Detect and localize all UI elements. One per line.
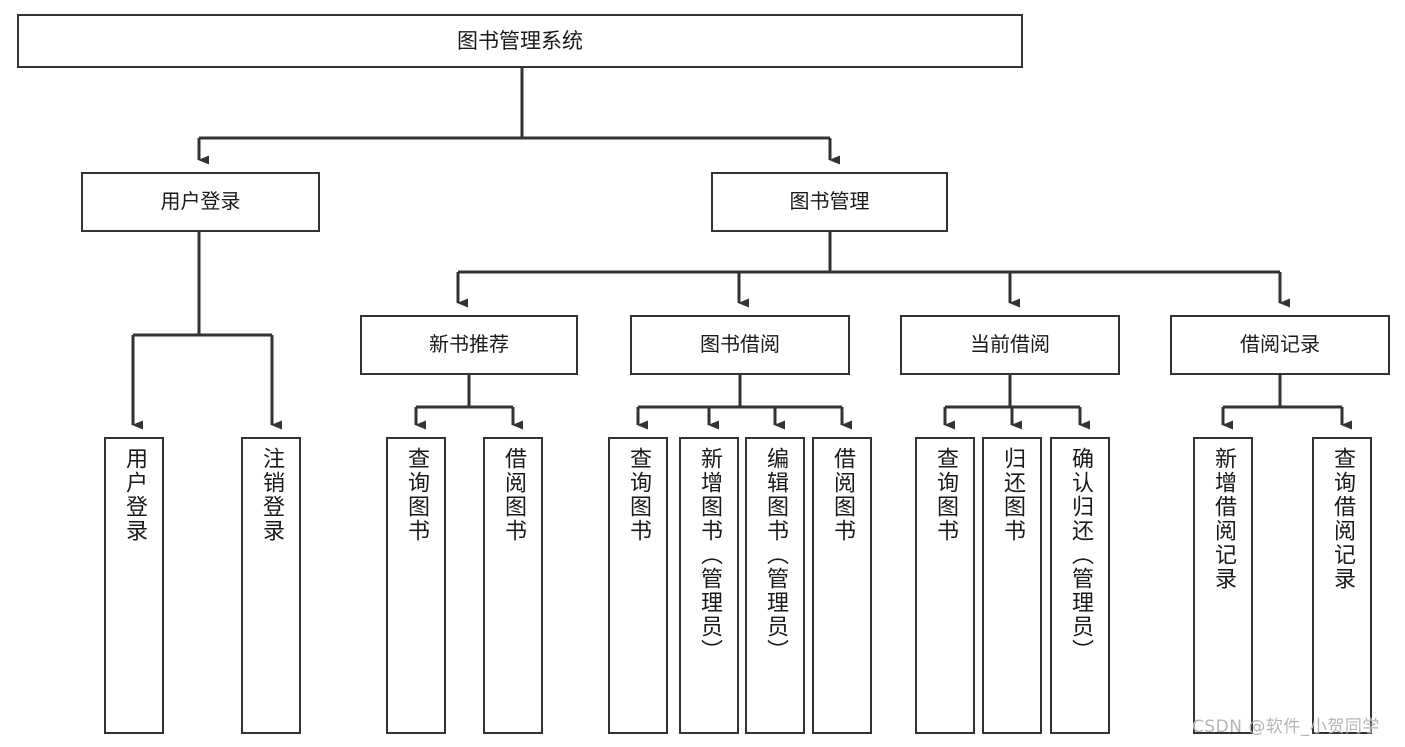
node-leaf-logout-label: 注销登录 bbox=[259, 447, 284, 543]
node-root-label: 图书管理系统 bbox=[457, 28, 583, 53]
node-leaf-return-book[interactable]: 归还图书 bbox=[982, 437, 1042, 734]
node-leaf-user-login[interactable]: 用户登录 bbox=[104, 437, 164, 734]
node-leaf-add-book-label: 新增图书（管理员） bbox=[697, 447, 722, 663]
node-leaf-add-book[interactable]: 新增图书（管理员） bbox=[679, 437, 739, 734]
node-new-book-recommend[interactable]: 新书推荐 bbox=[360, 315, 578, 375]
node-book-manage[interactable]: 图书管理 bbox=[711, 172, 948, 232]
node-leaf-borrow-book-1[interactable]: 借阅图书 bbox=[483, 437, 543, 734]
node-leaf-edit-book[interactable]: 编辑图书（管理员） bbox=[745, 437, 805, 734]
csdn-watermark: CSDN @软件_小贺同学 bbox=[1192, 717, 1380, 737]
node-leaf-confirm-return[interactable]: 确认归还（管理员） bbox=[1050, 437, 1110, 734]
node-leaf-query-book-1-label: 查询图书 bbox=[404, 447, 429, 543]
node-leaf-user-login-label: 用户登录 bbox=[122, 447, 147, 543]
node-leaf-query-record-label: 查询借阅记录 bbox=[1330, 447, 1355, 591]
node-leaf-query-book-2-label: 查询图书 bbox=[626, 447, 651, 543]
node-leaf-borrow-book-2-label: 借阅图书 bbox=[830, 447, 855, 543]
node-user-login-label: 用户登录 bbox=[160, 189, 241, 214]
node-book-borrow-label: 图书借阅 bbox=[700, 332, 780, 357]
node-leaf-add-record[interactable]: 新增借阅记录 bbox=[1193, 437, 1253, 734]
node-new-book-recommend-label: 新书推荐 bbox=[429, 332, 509, 357]
node-book-manage-label: 图书管理 bbox=[789, 189, 870, 214]
node-leaf-query-book-1[interactable]: 查询图书 bbox=[386, 437, 446, 734]
node-leaf-edit-book-label: 编辑图书（管理员） bbox=[763, 447, 788, 663]
node-leaf-query-book-3-label: 查询图书 bbox=[933, 447, 958, 543]
node-current-borrow[interactable]: 当前借阅 bbox=[900, 315, 1120, 375]
node-leaf-borrow-book-2[interactable]: 借阅图书 bbox=[812, 437, 872, 734]
node-leaf-borrow-book-1-label: 借阅图书 bbox=[501, 447, 526, 543]
node-user-login[interactable]: 用户登录 bbox=[81, 172, 320, 232]
node-current-borrow-label: 当前借阅 bbox=[970, 332, 1050, 357]
node-leaf-query-book-2[interactable]: 查询图书 bbox=[608, 437, 668, 734]
node-borrow-record[interactable]: 借阅记录 bbox=[1170, 315, 1390, 375]
node-leaf-return-book-label: 归还图书 bbox=[1000, 447, 1025, 543]
node-leaf-query-record[interactable]: 查询借阅记录 bbox=[1312, 437, 1372, 734]
node-leaf-confirm-return-label: 确认归还（管理员） bbox=[1068, 447, 1093, 663]
node-borrow-record-label: 借阅记录 bbox=[1240, 332, 1320, 357]
node-leaf-logout[interactable]: 注销登录 bbox=[241, 437, 301, 734]
node-book-borrow[interactable]: 图书借阅 bbox=[630, 315, 850, 375]
node-leaf-add-record-label: 新增借阅记录 bbox=[1211, 447, 1236, 591]
node-root[interactable]: 图书管理系统 bbox=[17, 14, 1023, 68]
node-leaf-query-book-3[interactable]: 查询图书 bbox=[915, 437, 975, 734]
